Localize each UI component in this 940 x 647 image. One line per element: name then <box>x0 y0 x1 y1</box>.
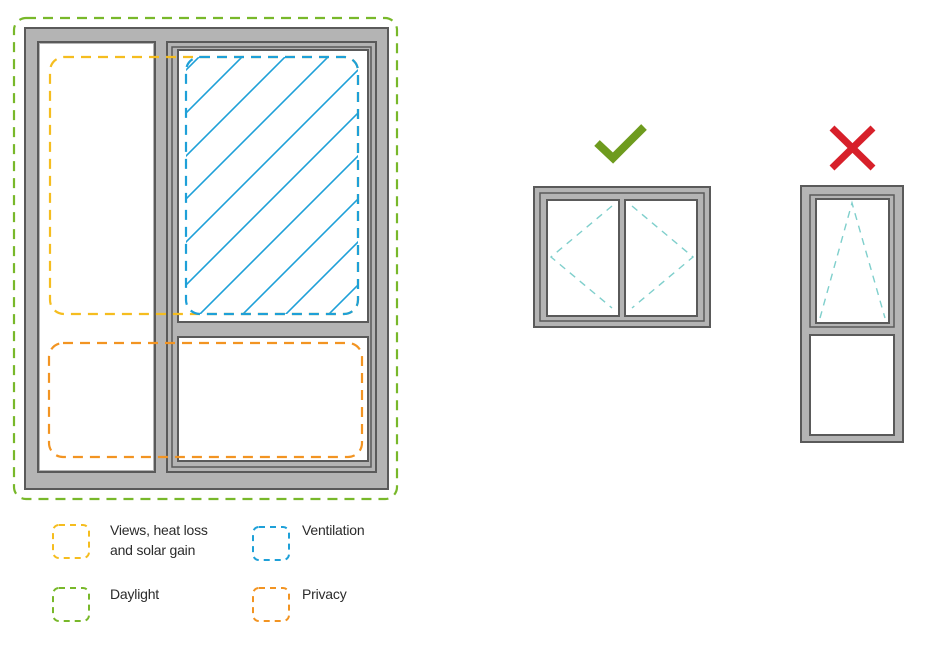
bad-top-sash-glass <box>815 198 890 324</box>
bad-top-opening-indicator <box>819 200 886 319</box>
good-window-inner <box>539 192 705 322</box>
legend-label-ventilation-line1: Ventilation <box>302 522 365 538</box>
left-pane-glass <box>40 44 153 470</box>
bad-top-sash-frame <box>809 194 895 328</box>
hatch-line <box>186 57 358 314</box>
hatch-line <box>186 57 313 314</box>
legend-label-views-line1: Views, heat loss <box>110 522 208 538</box>
good-right-opening-indicator <box>631 205 695 309</box>
bad-example <box>800 125 904 443</box>
legend <box>52 524 290 622</box>
ventilation-zone <box>184 55 360 316</box>
hatch-line <box>186 57 270 314</box>
upper-right-pane-glass <box>177 49 369 323</box>
hatch-line <box>226 57 358 314</box>
daylight-zone <box>12 16 399 501</box>
ventilation-hatching <box>186 57 358 314</box>
good-example <box>533 124 711 328</box>
privacy-zone <box>47 341 364 459</box>
legend-label-daylight-line1: Daylight <box>110 586 159 602</box>
legend-label-daylight: Daylight <box>110 584 159 604</box>
legend-label-views: Views, heat loss and solar gain <box>110 520 208 560</box>
cross-icon <box>829 125 876 171</box>
legend-swatch-views <box>52 524 90 559</box>
good-left-sash <box>546 199 620 317</box>
main-window <box>12 16 399 501</box>
hatch-line <box>186 57 358 314</box>
legend-swatch-ventilation <box>252 526 290 561</box>
hatch-line <box>269 57 358 314</box>
legend-label-privacy-line1: Privacy <box>302 586 347 602</box>
bad-bottom-pane-glass <box>809 334 895 436</box>
lower-right-pane-glass <box>177 336 369 462</box>
good-right-sash <box>624 199 698 317</box>
legend-label-views-line2: and solar gain <box>110 542 196 558</box>
legend-swatch-privacy <box>252 587 290 622</box>
left-pane-frame <box>37 41 156 473</box>
hatch-line <box>186 57 358 314</box>
check-icon <box>594 124 647 164</box>
good-left-opening-indicator <box>549 205 613 309</box>
hatch-line <box>186 57 356 314</box>
legend-label-ventilation: Ventilation <box>302 520 365 540</box>
legend-swatch-daylight <box>52 587 90 622</box>
right-sash-inner <box>171 46 372 468</box>
legend-label-privacy: Privacy <box>302 584 347 604</box>
